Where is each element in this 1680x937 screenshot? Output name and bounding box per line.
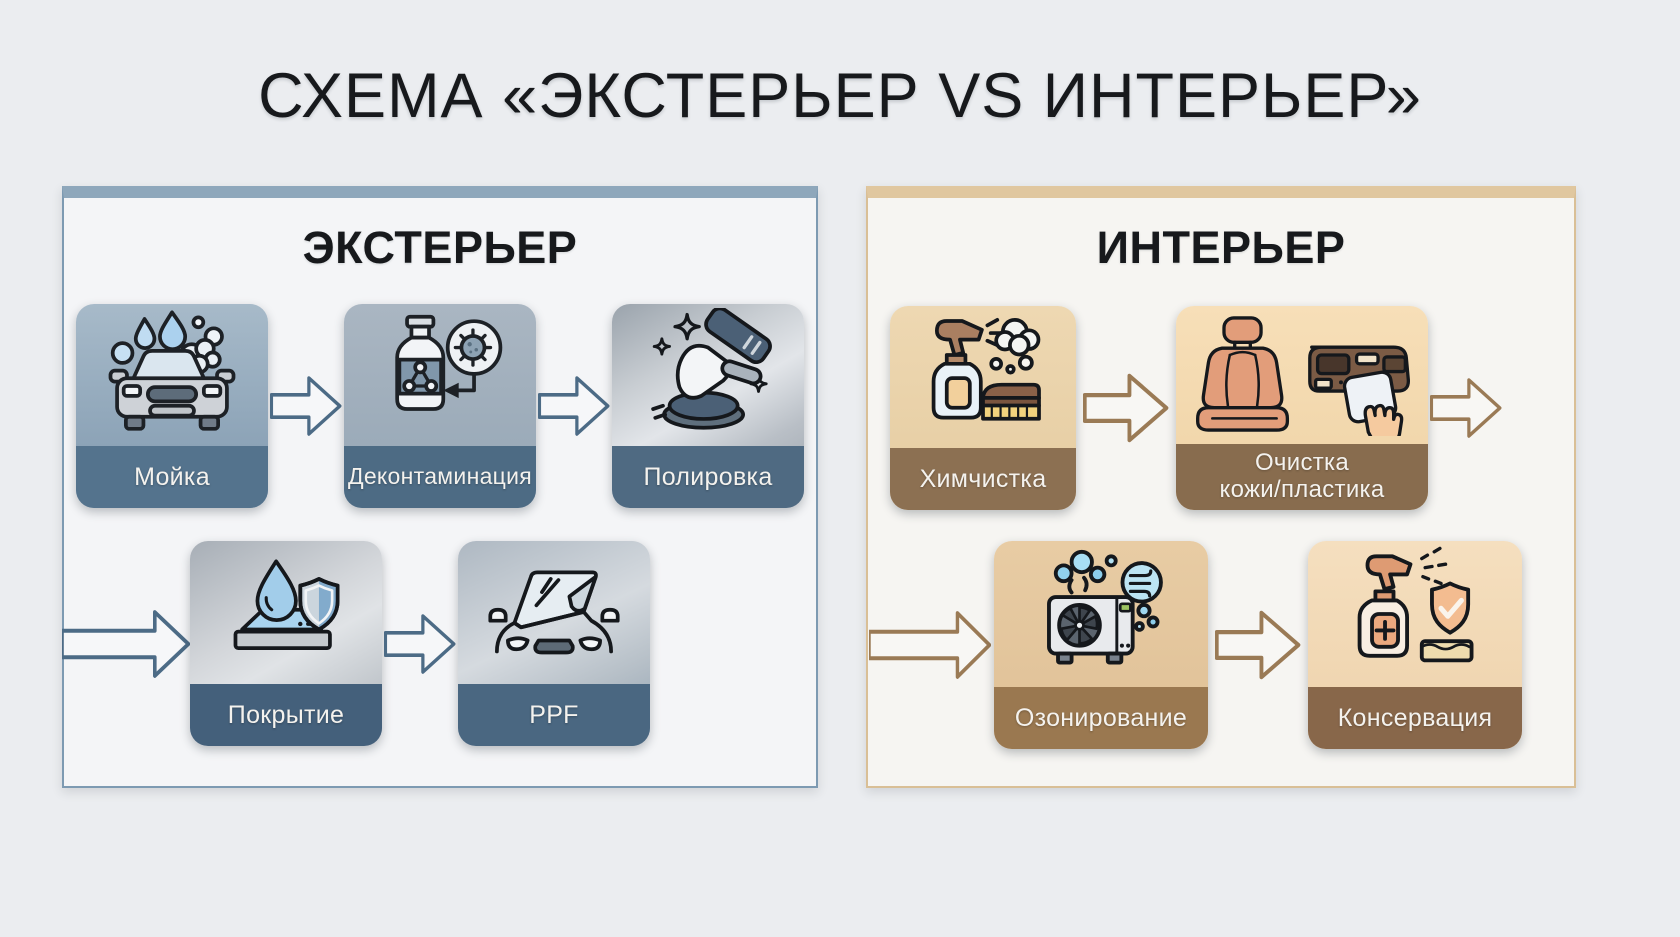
card-dry-cleaning-label-text: Химчистка	[919, 465, 1047, 493]
exterior-row-1: Мойка	[64, 304, 816, 508]
panel-exterior-header: ЭКСТЕРЬЕР	[302, 222, 578, 273]
interior-row-2: Озонирование	[866, 541, 1522, 749]
spray-bottle-brush-icon	[890, 306, 1076, 448]
arrow-right-icon	[1080, 362, 1172, 454]
card-coating: Покрытие	[190, 541, 382, 746]
car-wash-icon	[76, 304, 268, 446]
card-conservation-label: Консервация	[1308, 687, 1522, 749]
card-leather-plastic-label-line1: Очистка	[1254, 449, 1350, 477]
card-coating-label: Покрытие	[190, 684, 382, 746]
card-ozonation-label: Озонирование	[994, 687, 1208, 749]
card-polishing-label: Полировка	[612, 446, 804, 508]
card-leather-plastic-label-line2: кожи/пластика	[1219, 476, 1385, 503]
card-ppf: PPF	[458, 541, 650, 746]
panel-interior: ИНТЕРЬЕР	[866, 186, 1576, 788]
seat-dashboard-wipe-icon	[1176, 306, 1428, 444]
panel-interior-header: ИНТЕРЬЕР	[1096, 222, 1346, 273]
arrow-right-icon	[62, 598, 190, 690]
arrow-right-icon	[866, 599, 994, 691]
coating-drop-shield-icon	[190, 541, 382, 684]
conservation-spray-shield-icon	[1308, 541, 1522, 687]
decontamination-bottle-icon	[344, 304, 536, 446]
card-ozonation-label-text: Озонирование	[1014, 704, 1188, 732]
card-ppf-label-text: PPF	[529, 701, 579, 729]
page-title: СХЕМА «ЭКСТЕРЬЕР VS ИНТЕРЬЕР»	[258, 61, 1422, 131]
card-leather-plastic-cleaning: Очистка кожи/пластика	[1176, 306, 1428, 510]
card-conservation-label-text: Консервация	[1337, 704, 1493, 732]
card-dry-cleaning: Химчистка	[890, 306, 1076, 510]
card-polishing-label-text: Полировка	[643, 463, 773, 491]
arrow-right-icon	[384, 604, 456, 684]
card-decontamination-label: Деконтаминация	[344, 446, 536, 508]
exterior-row-2: Покрытие	[62, 541, 650, 746]
card-dry-cleaning-label: Химчистка	[890, 448, 1076, 510]
card-coating-label-text: Покрытие	[227, 701, 345, 729]
card-wash-label: Мойка	[76, 446, 268, 508]
interior-row-1: Химчистка	[890, 306, 1504, 510]
panel-exterior: ЭКСТЕРЬЕР	[62, 186, 818, 788]
arrow-right-icon	[270, 366, 342, 446]
card-polishing: Полировка	[612, 304, 804, 508]
card-wash: Мойка	[76, 304, 268, 508]
arrow-right-icon	[538, 366, 610, 446]
card-conservation: Консервация	[1308, 541, 1522, 749]
ppf-film-car-icon	[458, 541, 650, 684]
card-wash-label-text: Мойка	[134, 463, 210, 491]
arrow-right-icon	[1212, 599, 1304, 691]
polisher-machine-icon	[612, 304, 804, 446]
ozone-generator-icon	[994, 541, 1208, 687]
card-decontamination: Деконтаминация	[344, 304, 536, 508]
arrow-right-icon	[1430, 368, 1502, 448]
card-leather-plastic-label: Очистка кожи/пластика	[1176, 444, 1428, 510]
card-decontamination-label-text: Деконтаминация	[347, 463, 533, 490]
card-ozonation: Озонирование	[994, 541, 1208, 749]
card-ppf-label: PPF	[458, 684, 650, 746]
